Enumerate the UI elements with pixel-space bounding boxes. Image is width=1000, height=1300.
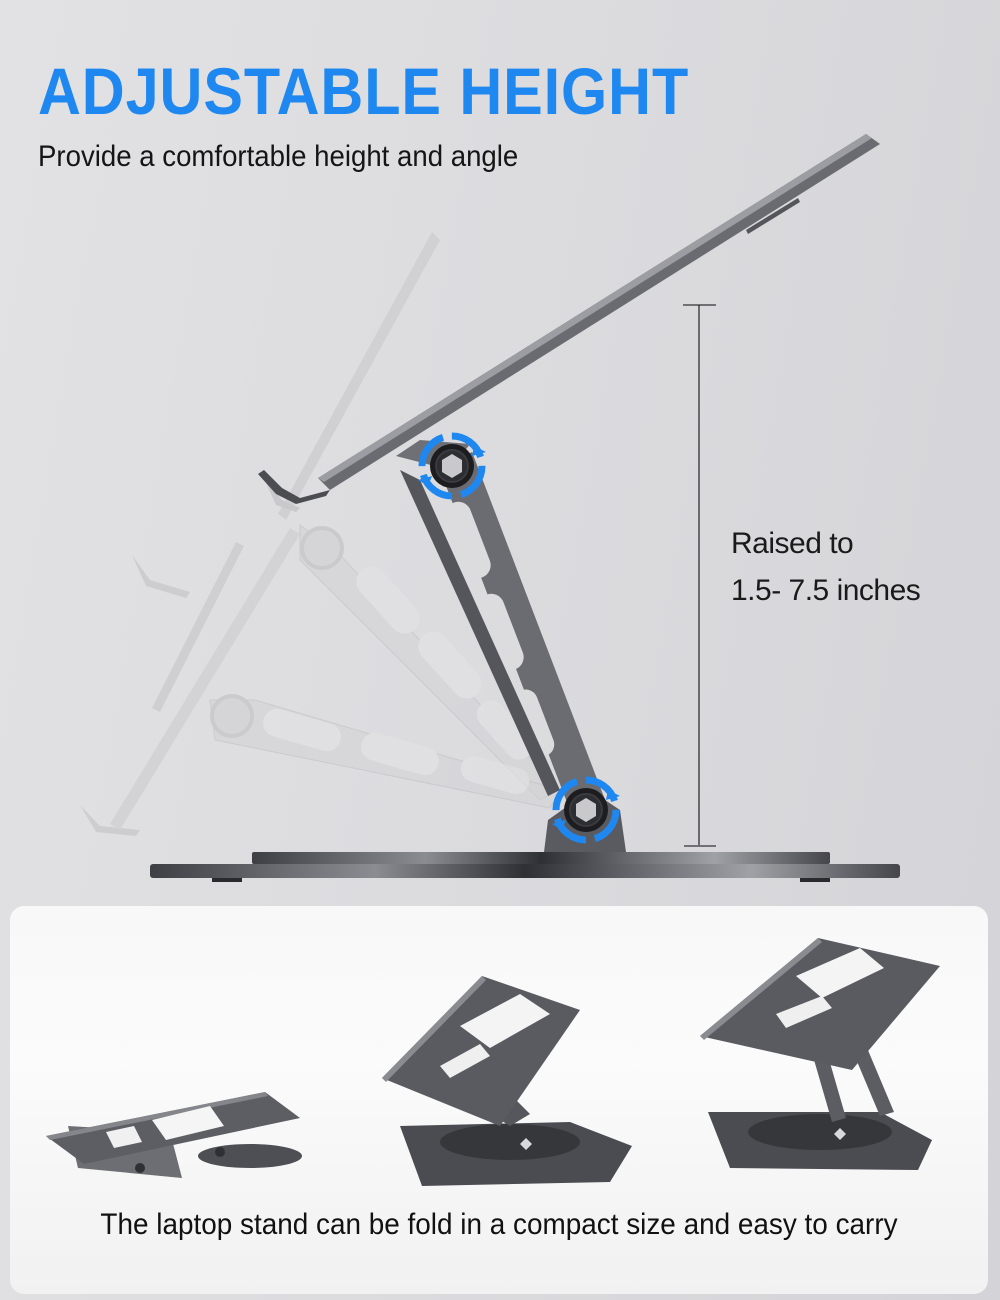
page-subtitle: Provide a comfortable height and angle [38, 140, 519, 173]
height-range-line2: 1.5- 7.5 inches [731, 574, 921, 607]
compact-fold-panel: The laptop stand can be fold in a compac… [10, 906, 988, 1294]
compact-stands-illustration [46, 938, 940, 1186]
stand-folded [46, 1092, 302, 1178]
stand-platform [258, 134, 880, 504]
stand-half-raised [382, 976, 632, 1186]
rotate-arrows-icon-upper-hinge [418, 432, 486, 500]
height-range-label: Raised to 1.5- 7.5 inches [731, 520, 921, 614]
stand-illustration [80, 134, 900, 882]
page-title: ADJUSTABLE HEIGHT [38, 54, 690, 128]
stand-base [150, 852, 900, 882]
height-measurement-line [683, 304, 716, 847]
height-range-line1: Raised to [731, 527, 854, 560]
ghost-stand-low [80, 528, 561, 836]
rotate-arrows-icon-lower-hinge [552, 776, 620, 844]
panel-caption: The laptop stand can be fold in a compac… [100, 1208, 898, 1241]
stand-fully-raised [700, 938, 940, 1170]
ghost-stand-upright [262, 232, 561, 801]
